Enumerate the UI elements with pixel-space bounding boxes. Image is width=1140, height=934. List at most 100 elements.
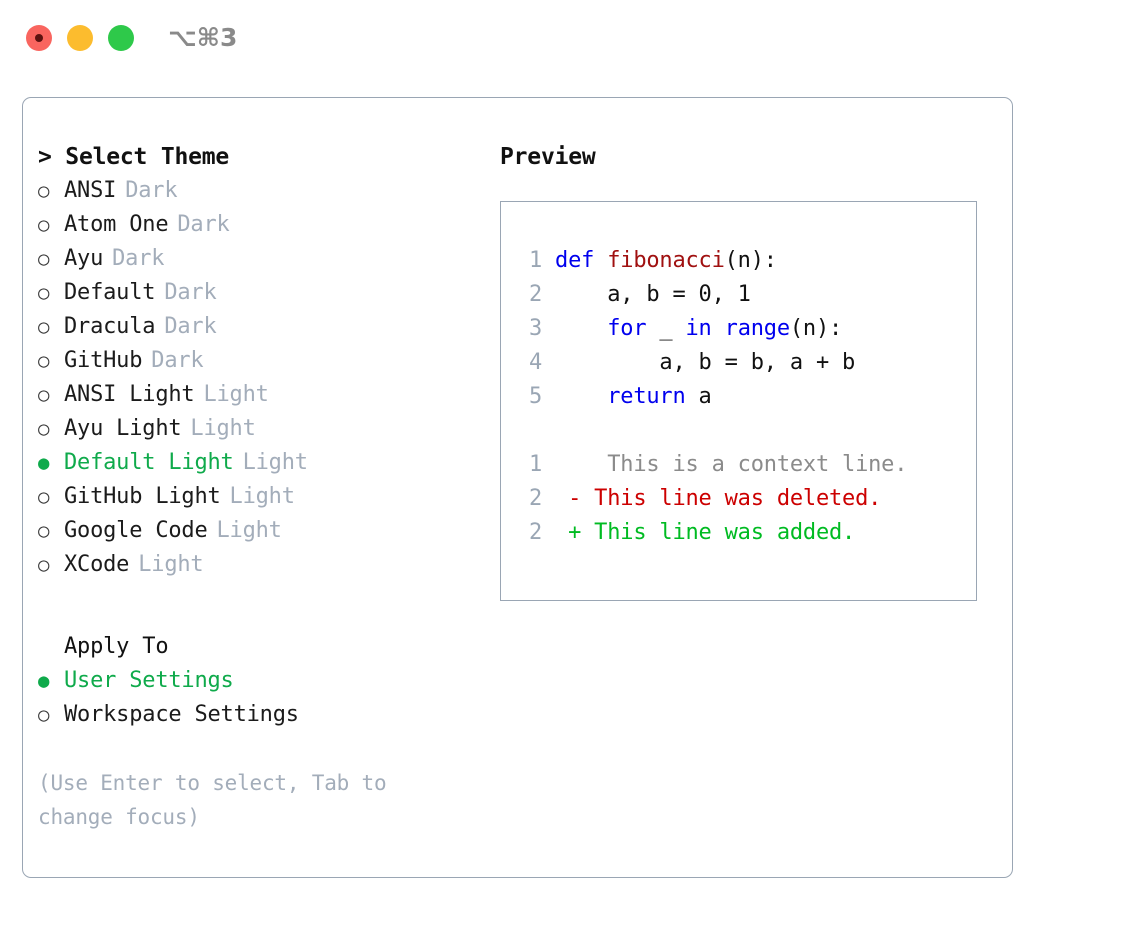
apply-to-header: Apply To xyxy=(64,634,169,659)
line-number: 2 xyxy=(528,486,542,511)
theme-option-ansi-light[interactable]: ○ ANSI Light Light xyxy=(38,378,468,412)
theme-name: Dracula xyxy=(64,314,156,339)
radio-unselected-icon: ○ xyxy=(38,316,50,338)
line-number: 3 xyxy=(528,316,542,341)
radio-unselected-icon: ○ xyxy=(38,214,50,236)
line-number: 4 xyxy=(528,350,542,375)
code-token: def xyxy=(555,248,595,273)
theme-option-ansi[interactable]: ○ ANSI Dark xyxy=(38,174,468,208)
code-token xyxy=(712,316,725,341)
code-token: for xyxy=(607,316,647,341)
radio-unselected-icon: ○ xyxy=(38,248,50,270)
code-line: 4 a, b = b, a + b xyxy=(520,346,907,380)
theme-option-default-light[interactable]: ● Default Light Light xyxy=(38,446,468,480)
keyboard-hint: (Use Enter to select, Tab to change focu… xyxy=(38,771,399,829)
theme-variant-label: Dark xyxy=(125,178,178,203)
radio-selected-icon: ● xyxy=(38,670,50,692)
code-token: _ xyxy=(646,316,686,341)
line-number: 1 xyxy=(528,248,542,273)
theme-name: GitHub Light xyxy=(64,484,221,509)
theme-variant-label: Light xyxy=(216,518,282,543)
theme-name: Atom One xyxy=(64,212,169,237)
diff-sign xyxy=(542,452,581,477)
radio-unselected-icon: ○ xyxy=(38,180,50,202)
theme-list-header: > Select Theme xyxy=(38,144,230,170)
theme-name: GitHub xyxy=(64,348,143,373)
code-token: a xyxy=(685,384,712,409)
theme-option-google-code[interactable]: ○ Google Code Light xyxy=(38,514,468,548)
theme-variant-label: Dark xyxy=(177,212,230,237)
diff-sign: - xyxy=(542,486,582,511)
code-token xyxy=(542,384,607,409)
apply-to-list[interactable]: ● User Settings ○ Workspace Settings xyxy=(38,664,468,732)
code-token: range xyxy=(724,316,790,341)
preview-title: Preview xyxy=(500,144,596,170)
theme-variant-label: Dark xyxy=(164,314,217,339)
radio-unselected-icon: ○ xyxy=(38,282,50,304)
code-line: 1 def fibonacci(n): xyxy=(520,244,907,278)
diff-line: 2 + This line was added. xyxy=(520,516,907,550)
code-blank-line xyxy=(520,414,907,448)
radio-unselected-icon: ○ xyxy=(38,350,50,372)
diff-text: This line was deleted. xyxy=(581,486,882,511)
code-token: (n): xyxy=(724,248,777,273)
diff-sign: + xyxy=(542,520,582,545)
hint-gap xyxy=(38,732,468,766)
title-bar: ⌥⌘3 xyxy=(0,0,1140,78)
code-token xyxy=(542,248,555,273)
code-token xyxy=(594,248,607,273)
radio-unselected-icon: ○ xyxy=(38,520,50,542)
line-number: 1 xyxy=(528,452,542,477)
theme-name: Google Code xyxy=(64,518,208,543)
theme-name: Ayu Light xyxy=(64,416,182,441)
radio-selected-icon: ● xyxy=(38,452,50,474)
code-token: in xyxy=(685,316,712,341)
minimize-button[interactable] xyxy=(67,25,93,51)
theme-variant-label: Light xyxy=(242,450,308,475)
apply-to-option-user-settings[interactable]: ● User Settings xyxy=(38,664,468,698)
theme-variant-label: Light xyxy=(203,382,269,407)
maximize-button[interactable] xyxy=(108,25,134,51)
theme-option-ayu[interactable]: ○ Ayu Dark xyxy=(38,242,468,276)
traffic-lights xyxy=(26,25,134,51)
theme-option-atom-one[interactable]: ○ Atom One Dark xyxy=(38,208,468,242)
theme-variant-label: Light xyxy=(229,484,295,509)
theme-variant-label: Dark xyxy=(112,246,165,271)
apply-to-label: Workspace Settings xyxy=(64,702,299,727)
theme-name: Default xyxy=(64,280,156,305)
apply-to-option-workspace-settings[interactable]: ○ Workspace Settings xyxy=(38,698,468,732)
theme-name: XCode xyxy=(64,552,130,577)
radio-unselected-icon: ○ xyxy=(38,554,50,576)
theme-variant-label: Light xyxy=(190,416,256,441)
code-token: fibonacci xyxy=(607,248,725,273)
code-token: return xyxy=(607,384,686,409)
apply-to-label: User Settings xyxy=(64,668,234,693)
section-gap xyxy=(38,582,468,630)
keyboard-shortcut-label: ⌥⌘3 xyxy=(168,23,238,52)
theme-option-github[interactable]: ○ GitHub Dark xyxy=(38,344,468,378)
theme-option-dracula[interactable]: ○ Dracula Dark xyxy=(38,310,468,344)
theme-variant-label: Dark xyxy=(164,280,217,305)
radio-unselected-icon: ○ xyxy=(38,384,50,406)
code-line: 3 for _ in range(n): xyxy=(520,312,907,346)
theme-name: Default Light xyxy=(64,450,234,475)
theme-variant-label: Dark xyxy=(151,348,204,373)
radio-unselected-icon: ○ xyxy=(38,704,50,726)
theme-name: ANSI xyxy=(64,178,117,203)
theme-name: ANSI Light xyxy=(64,382,195,407)
close-button[interactable] xyxy=(26,25,52,51)
line-number: 5 xyxy=(528,384,542,409)
diff-line: 2 - This line was deleted. xyxy=(520,482,907,516)
theme-name: Ayu xyxy=(64,246,104,271)
code-token: a, b = b, a + b xyxy=(542,350,856,375)
theme-option-default[interactable]: ○ Default Dark xyxy=(38,276,468,310)
